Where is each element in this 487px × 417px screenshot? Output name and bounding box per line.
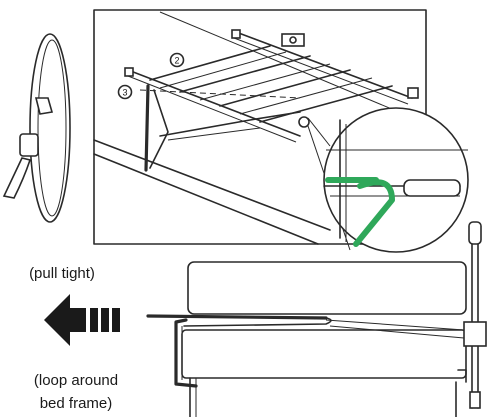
strap-buckle [34,97,54,115]
step-3-marker: 3 [117,84,133,100]
loop-around-label-line-2: bed frame) [40,395,113,412]
step-3-text: 3 [122,88,127,98]
bed-side-view [146,221,487,417]
strap-highlight [353,179,395,247]
loop-around-label-line-1: (loop around [34,372,118,389]
pull-arrow [44,294,120,346]
magnifier-circle [323,107,469,253]
pull-tight-label: (pull tight) [29,265,95,282]
loose-strap-illustration [2,33,71,223]
step-2-marker: 2 [169,52,185,68]
strap-clip [19,133,39,157]
top-frame-view [93,9,427,245]
mattress [187,261,467,315]
left-arrow-icon [44,294,86,346]
strap-loose-end [2,157,32,199]
zoom-callout [307,107,469,253]
step-2-text: 2 [174,56,179,66]
box-spring [181,329,467,379]
